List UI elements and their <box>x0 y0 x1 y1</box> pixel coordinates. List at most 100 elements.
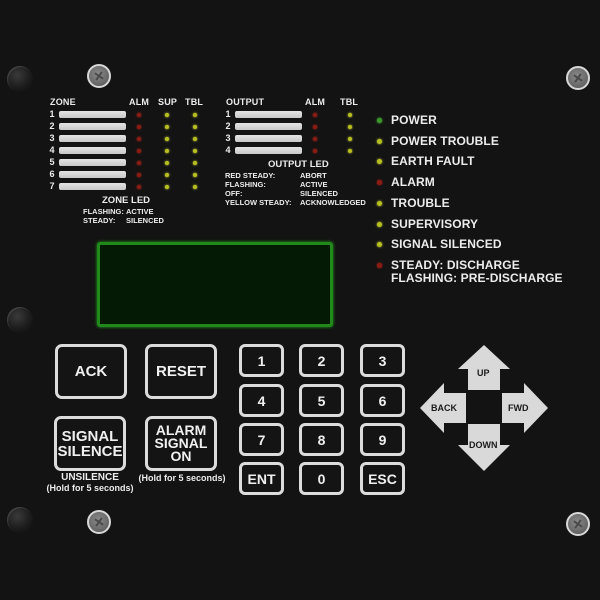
alarm-signal-on-label: ON <box>170 448 192 464</box>
mounting-hole-icon <box>7 66 33 92</box>
screw-icon <box>87 510 111 534</box>
ent-key[interactable]: ENT <box>239 462 284 495</box>
fwd-button[interactable]: FWD <box>502 383 548 433</box>
zone-number: 1 <box>49 109 55 119</box>
zone-number: 5 <box>49 157 55 167</box>
key-label: 3 <box>378 352 387 369</box>
alarm-signal-on-caption: (Hold for 5 seconds) <box>138 473 226 483</box>
zone-tbl-header: TBL <box>185 97 204 107</box>
zone-alarm-led-icon <box>137 173 141 177</box>
output-number: 3 <box>225 133 231 143</box>
output-legend-meaning: ACTIVE <box>300 180 328 189</box>
zone-supervisory-led-icon <box>165 113 169 117</box>
down-button[interactable]: DOWN <box>458 424 510 471</box>
zone-supervisory-led-icon <box>165 125 169 129</box>
ack-button[interactable]: ACK <box>55 344 127 399</box>
output-trouble-led-icon <box>348 149 352 153</box>
key-1[interactable]: 1 <box>239 344 284 377</box>
esc-key[interactable]: ESC <box>360 462 405 495</box>
zone-label-strip <box>59 111 126 118</box>
fwd-label: FWD <box>508 403 529 413</box>
zone-number: 6 <box>49 169 55 179</box>
zone-label-strip <box>59 159 126 166</box>
zone-number: 3 <box>49 133 55 143</box>
status-label: ALARM <box>391 175 435 190</box>
zone-trouble-led-icon <box>193 173 197 177</box>
reset-button[interactable]: RESET <box>145 344 217 399</box>
zone-alarm-led-icon <box>137 149 141 153</box>
zone-legend-state: STEADY: <box>83 216 116 225</box>
up-button[interactable]: UP <box>458 345 510 390</box>
output-number: 1 <box>225 109 231 119</box>
key-7[interactable]: 7 <box>239 423 284 456</box>
key-label: 0 <box>317 470 326 487</box>
output-trouble-led-icon <box>348 125 352 129</box>
signal-silence-label: SILENCE <box>57 442 123 460</box>
zone-trouble-led-icon <box>193 161 197 165</box>
status-yellow-led-icon <box>377 221 382 227</box>
zone-alarm-led-icon <box>137 137 141 141</box>
signal-silence-button[interactable]: SIGNAL SILENCE <box>54 416 126 471</box>
signal-silence-label: SIGNAL <box>61 427 119 445</box>
status-label: POWER <box>391 113 437 127</box>
zone-alarm-led-icon <box>137 185 141 189</box>
zone-supervisory-led-icon <box>165 185 169 189</box>
screw-icon <box>566 512 590 536</box>
zone-header: ZONE <box>50 97 76 107</box>
output-legend-state: OFF: <box>225 189 243 198</box>
status-yellow-led-icon <box>377 138 382 144</box>
zone-supervisory-led-icon <box>165 173 169 177</box>
zone-label-strip <box>59 135 126 142</box>
status-label: SUPERVISORY <box>391 216 479 231</box>
alarm-signal-on-button[interactable]: ALARM SIGNAL ON <box>145 416 217 471</box>
fwd-arrow-icon <box>502 383 548 433</box>
key-label: 4 <box>257 392 266 409</box>
zone-legend-meaning: SILENCED <box>126 216 164 225</box>
zone-trouble-led-icon <box>193 185 197 189</box>
back-button[interactable]: BACK <box>420 383 466 433</box>
zone-label-strip <box>59 183 126 190</box>
alarm-signal-on-label: ALARM <box>155 422 207 438</box>
output-trouble-led-icon <box>348 113 352 117</box>
zone-supervisory-led-icon <box>165 161 169 165</box>
back-label: BACK <box>431 403 457 413</box>
output-legend-meaning: ABORT <box>300 171 327 180</box>
zone-alarm-led-icon <box>137 113 141 117</box>
status-yellow-led-icon <box>377 242 382 248</box>
zone-alarm-led-icon <box>137 125 141 129</box>
output-label-strip <box>235 135 302 142</box>
key-6[interactable]: 6 <box>360 384 405 417</box>
screw-icon <box>566 66 590 90</box>
lcd-display <box>97 242 333 327</box>
key-0[interactable]: 0 <box>299 462 344 495</box>
zone-trouble-led-icon <box>193 113 197 117</box>
key-5[interactable]: 5 <box>299 384 344 417</box>
key-label: ENT <box>247 470 276 487</box>
key-9[interactable]: 9 <box>360 423 405 456</box>
mounting-hole-icon <box>7 507 33 533</box>
output-led-legend-title: OUTPUT LED <box>268 159 329 170</box>
zone-trouble-led-icon <box>193 125 197 129</box>
zone-supervisory-led-icon <box>165 149 169 153</box>
key-2[interactable]: 2 <box>299 344 344 377</box>
status-red-led-icon <box>377 262 382 268</box>
output-number: 2 <box>225 121 231 131</box>
zone-label-strip <box>59 147 126 154</box>
status-label: SIGNAL SILENCED <box>391 237 502 252</box>
output-legend-state: RED STEADY: <box>225 171 276 180</box>
zone-alm-header: ALM <box>129 97 150 107</box>
reset-label: RESET <box>155 363 206 380</box>
output-trouble-led-icon <box>348 137 352 141</box>
zone-number: 7 <box>49 181 55 191</box>
key-8[interactable]: 8 <box>299 423 344 456</box>
down-label: DOWN <box>469 440 498 450</box>
key-3[interactable]: 3 <box>360 344 405 377</box>
back-arrow-icon <box>420 383 466 433</box>
zone-legend-state: FLASHING: <box>83 207 124 216</box>
zone-legend-meaning: ACTIVE <box>126 207 154 216</box>
key-label: 8 <box>317 431 326 448</box>
output-legend-meaning: SILENCED <box>300 189 338 198</box>
zone-number: 2 <box>49 121 55 131</box>
key-4[interactable]: 4 <box>239 384 284 417</box>
zone-alarm-led-icon <box>137 161 141 165</box>
